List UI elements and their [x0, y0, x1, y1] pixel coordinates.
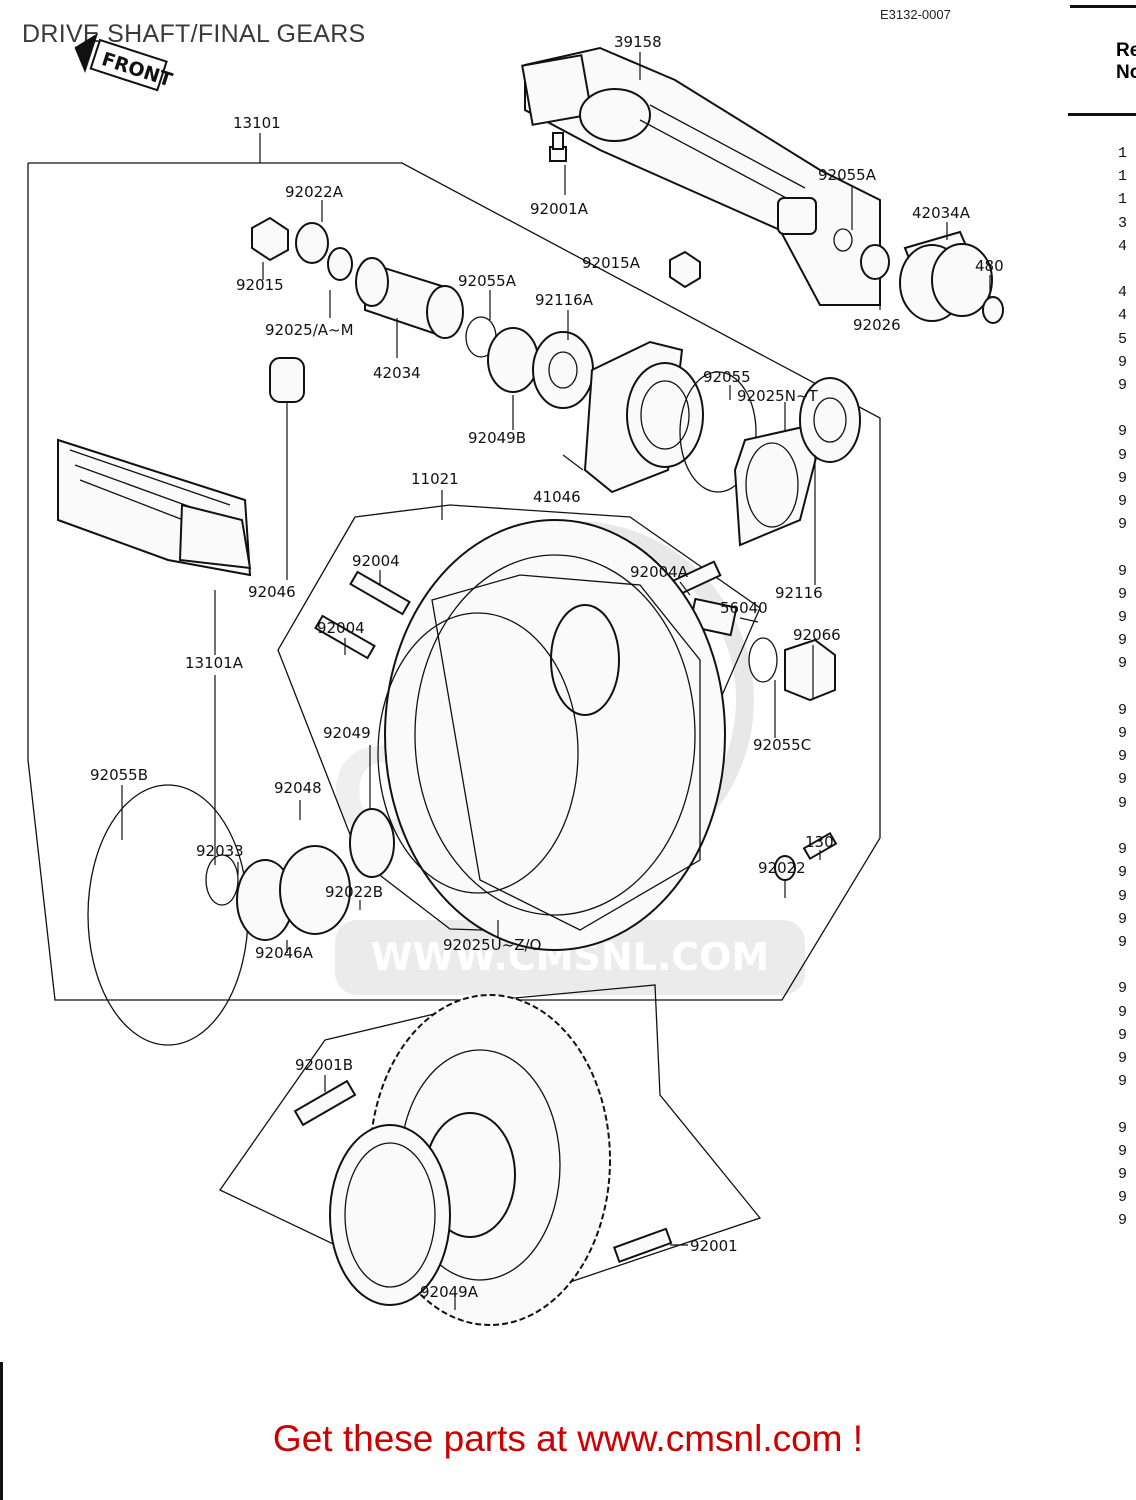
label-92022: 92022: [758, 859, 806, 877]
label-13101a: 13101A: [185, 654, 244, 672]
page-title: DRIVE SHAFT/FINAL GEARS: [22, 20, 366, 48]
label-92026: 92026: [853, 316, 901, 334]
nut-92015a: [669, 250, 701, 289]
label-92049: 92049: [323, 724, 371, 742]
nut-92015: [251, 216, 289, 262]
o-ring-92055b: [87, 784, 249, 1046]
label-92001b: 92001B: [295, 1056, 353, 1074]
shim-92033: [205, 854, 239, 906]
stud-92004-upper: [349, 570, 411, 616]
diagram-code: E3132-0007: [880, 7, 951, 22]
bearing-race-92048: [279, 845, 351, 935]
gasket-92025u-z-o: [377, 612, 579, 894]
label-92046a: 92046A: [255, 944, 314, 962]
coupling-42034: [355, 257, 464, 339]
label-92015a: 92015A: [582, 254, 641, 272]
leader-lines: [121, 52, 991, 1310]
label-92025n-t: 92025N~T: [737, 387, 819, 405]
sleeve-42034a: [899, 230, 993, 322]
seal-92026: [860, 244, 890, 280]
label-92022b: 92022B: [325, 883, 383, 901]
front-arrow-icon: FRONT: [74, 33, 175, 92]
label-92004-1: 92004: [352, 552, 400, 570]
label-41046: 41046: [533, 488, 581, 506]
label-92033: 92033: [196, 842, 244, 860]
exploded-parts-diagram: CMS WWW.CMSNL.COM FRONT: [27, 33, 1004, 1326]
label-92055a-1: 92055A: [458, 272, 517, 290]
bolt-92001b: [293, 1079, 357, 1127]
bearing-92116a: [532, 331, 594, 409]
final-gear-case-11021: [384, 519, 726, 951]
label-11021: 11021: [411, 470, 459, 488]
label-92004-2: 92004: [317, 619, 365, 637]
label-92049b: 92049B: [468, 429, 526, 447]
bolt-130: [802, 831, 838, 861]
label-92055c: 92055C: [753, 736, 811, 754]
right-column-header: Re No: [1116, 40, 1136, 83]
o-ring-92055a-upper: [833, 228, 853, 252]
circlip-480: [982, 296, 1004, 324]
roller-bearing-92046: [269, 357, 305, 403]
label-39158: 39158: [614, 33, 662, 51]
right-column-reference-list: 1 1 1 3 4 4 4 5 9 9 9 9 9 9 9 9 9 9 9 9 …: [1118, 145, 1128, 1230]
shim-92025: [327, 247, 353, 281]
filler-plug-92066: [784, 638, 836, 702]
o-ring-92055: [679, 371, 757, 493]
drive-pinion-13101a: [57, 438, 252, 577]
washer-92022a: [295, 222, 329, 264]
label-92049a: 92049A: [420, 1283, 479, 1301]
bearing-92049b: [487, 327, 539, 393]
label-130: 130: [805, 833, 834, 851]
label-92055b: 92055B: [90, 766, 148, 784]
label-92116: 92116: [775, 584, 823, 602]
label-92022a: 92022A: [285, 183, 344, 201]
oil-seal-92049a: [329, 1124, 451, 1306]
label-92055: 92055: [703, 368, 751, 386]
label-13101: 13101: [233, 114, 281, 132]
drive-shaft-housing: [521, 46, 881, 306]
label-92055a-2: 92055A: [818, 166, 877, 184]
o-ring-92055c: [748, 637, 778, 683]
label-480: 480: [975, 257, 1004, 275]
bearing-92116: [799, 377, 861, 463]
label-92001: 92001: [690, 1237, 738, 1255]
footer-link[interactable]: Get these parts at www.cmsnl.com !: [272, 1418, 864, 1459]
label-42034a: 42034A: [912, 204, 971, 222]
right-column-rule-top: [1070, 5, 1136, 8]
left-edge-mark: [0, 1362, 3, 1500]
label-92025a-m: 92025/A~M: [265, 321, 354, 339]
assembly-outline: [27, 162, 881, 1001]
label-92004a: 92004A: [630, 563, 689, 581]
ring-gear-group-outline: [219, 984, 762, 1314]
pinion-housing-41046: [583, 340, 704, 494]
stud-92004-lower: [314, 614, 376, 660]
bolt-92001a: [549, 132, 567, 162]
label-92025u-z-o: 92025U~Z/O: [443, 936, 541, 954]
label-92116a: 92116A: [535, 291, 594, 309]
label-42034: 42034: [373, 364, 421, 382]
bolt-92001: [612, 1227, 673, 1264]
label-92001a: 92001A: [530, 200, 589, 218]
label-92048: 92048: [274, 779, 322, 797]
label-92066: 92066: [793, 626, 841, 644]
oil-seal-92049: [349, 808, 395, 878]
label-92046: 92046: [248, 583, 296, 601]
right-column-rule: [1068, 113, 1136, 116]
label-92015: 92015: [236, 276, 284, 294]
label-56040: 56040: [720, 599, 768, 617]
